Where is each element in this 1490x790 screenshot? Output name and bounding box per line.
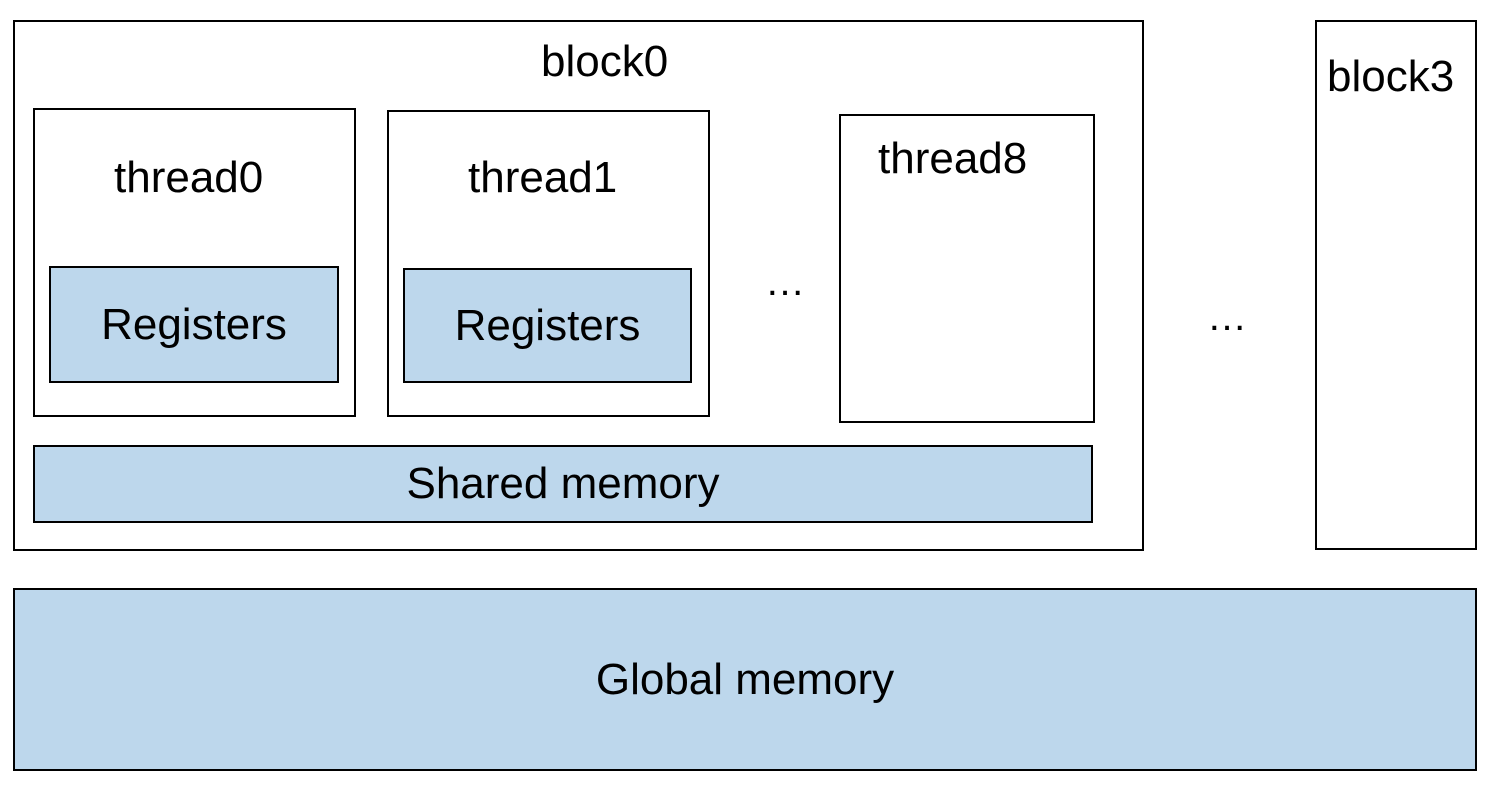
block3-label: block3: [1327, 52, 1455, 101]
shared-memory: Shared memory: [33, 445, 1093, 523]
global-memory: Global memory: [13, 588, 1477, 771]
block3-box: [1315, 20, 1477, 550]
thread1-registers: Registers: [403, 268, 692, 383]
thread-ellipsis: …: [765, 260, 807, 304]
block0-label: block0: [541, 37, 669, 86]
thread8-box: [839, 114, 1095, 423]
thread1-label: thread1: [468, 153, 618, 202]
block-ellipsis: …: [1207, 295, 1249, 339]
thread8-label: thread8: [878, 134, 1028, 183]
thread0-registers: Registers: [49, 266, 339, 383]
thread0-label: thread0: [114, 153, 264, 202]
